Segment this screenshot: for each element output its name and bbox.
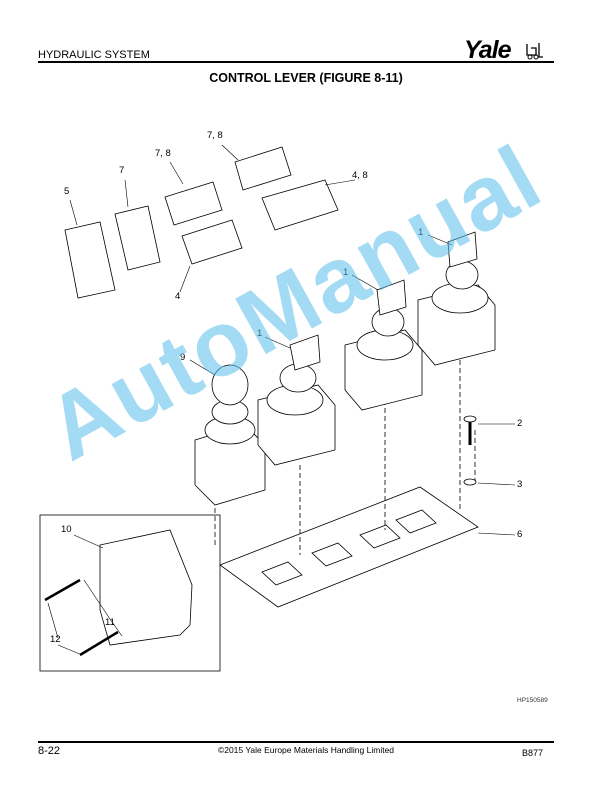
callout-9: 9 (180, 352, 186, 363)
lever-handles (289, 231, 478, 371)
callout-12: 12 (50, 634, 61, 645)
callout-6: 6 (517, 529, 523, 540)
mounting-plate (219, 486, 479, 608)
inset-frame (39, 514, 221, 672)
copyright: ©2015 Yale Europe Materials Handling Lim… (217, 745, 395, 755)
switches (64, 146, 339, 299)
callout-2: 2 (517, 418, 523, 429)
callout-7-8-top: 7, 8 (207, 130, 223, 141)
controller-module (99, 529, 193, 646)
footer-rule (38, 741, 554, 743)
page-title: CONTROL LEVER (FIGURE 8-11) (209, 71, 403, 85)
callout-4-8: 4, 8 (352, 170, 368, 181)
joystick-boots (204, 260, 489, 445)
yale-logo: Yale (464, 36, 512, 64)
document-number: B877 (522, 748, 544, 758)
section-header: HYDRAULIC SYSTEM (38, 49, 150, 61)
knob (211, 364, 249, 406)
callout-1-left: 1 (257, 328, 263, 339)
header-rule (38, 61, 554, 63)
leader-lines (47, 144, 516, 656)
figure-id: HP150589 (517, 697, 548, 704)
callout-5: 5 (64, 186, 70, 197)
callout-7: 7 (119, 165, 125, 176)
page-number: 8-22 (38, 745, 61, 757)
alignment-lines (214, 360, 476, 555)
callout-4: 4 (175, 291, 181, 302)
callout-3: 3 (517, 479, 523, 490)
forklift-icon (526, 43, 543, 60)
callout-1-middle: 1 (343, 267, 349, 278)
callout-11: 11 (105, 617, 115, 628)
plate-cutouts (261, 509, 437, 586)
callout-1-right: 1 (418, 227, 424, 238)
callout-10: 10 (61, 524, 72, 535)
callout-7-8: 7, 8 (155, 148, 171, 159)
